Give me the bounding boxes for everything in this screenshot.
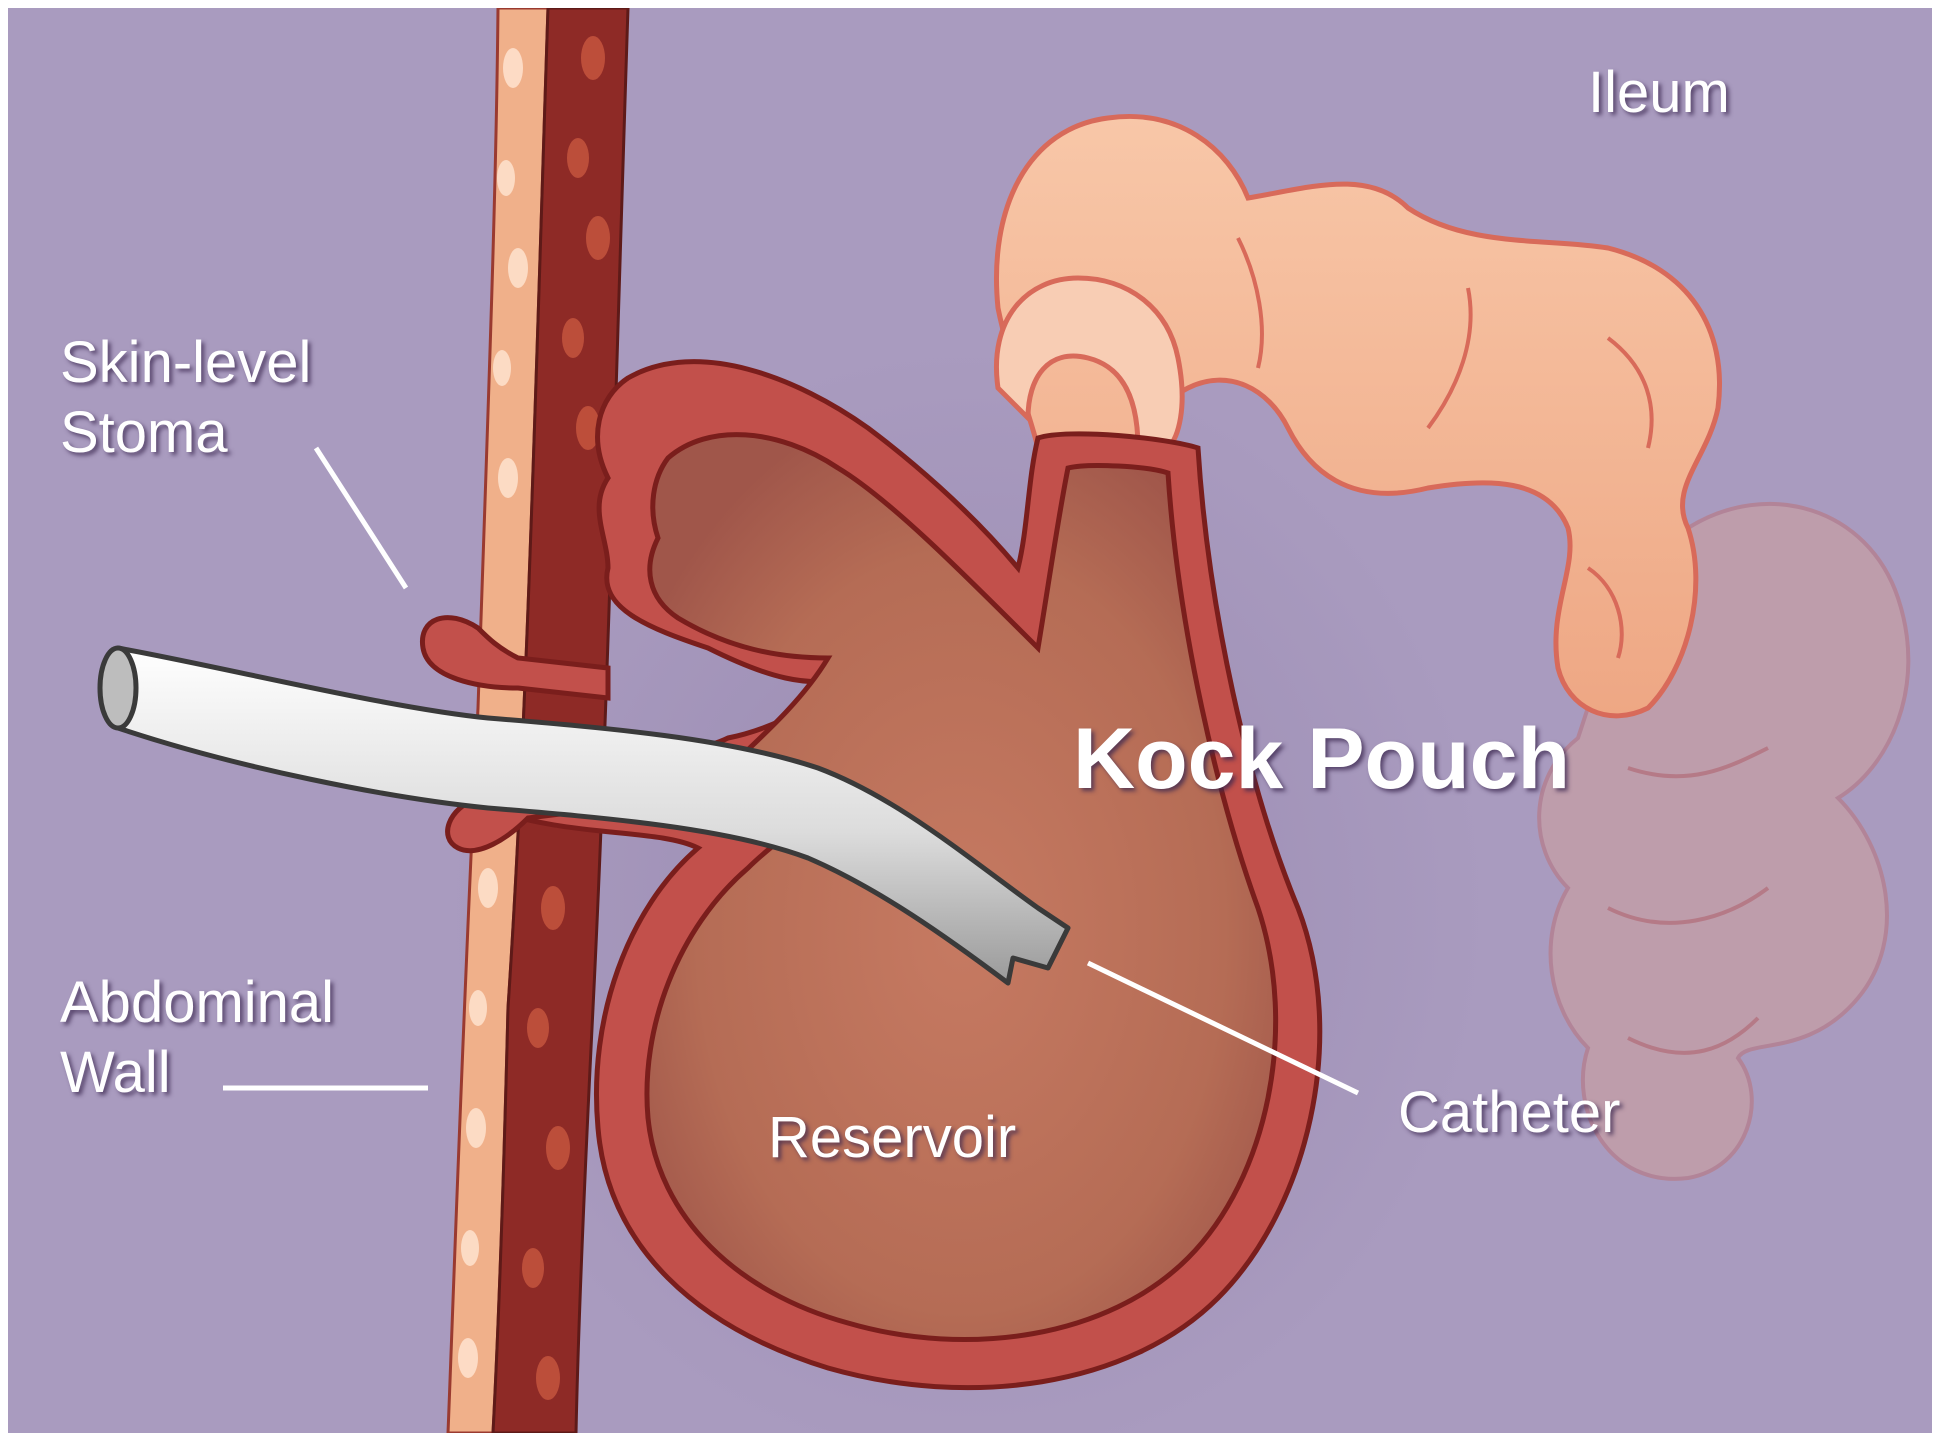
label-abdominal-wall-line-2: Wall — [60, 1038, 334, 1108]
diagram-frame: Ileum Skin-level Stoma Kock Pouch Abdomi… — [8, 8, 1932, 1433]
label-ileum: Ileum — [1588, 58, 1730, 128]
label-abdominal-wall: Abdominal Wall — [60, 968, 334, 1107]
label-skin-level-stoma-line-1: Skin-level — [60, 328, 311, 398]
label-reservoir: Reservoir — [768, 1103, 1016, 1173]
label-skin-level-stoma: Skin-level Stoma — [60, 328, 311, 467]
label-catheter: Catheter — [1398, 1078, 1620, 1148]
label-skin-level-stoma-line-2: Stoma — [60, 398, 311, 468]
label-abdominal-wall-line-1: Abdominal — [60, 968, 334, 1038]
kock-pouch-illustration — [8, 8, 1932, 1433]
label-kock-pouch: Kock Pouch — [1073, 708, 1570, 811]
